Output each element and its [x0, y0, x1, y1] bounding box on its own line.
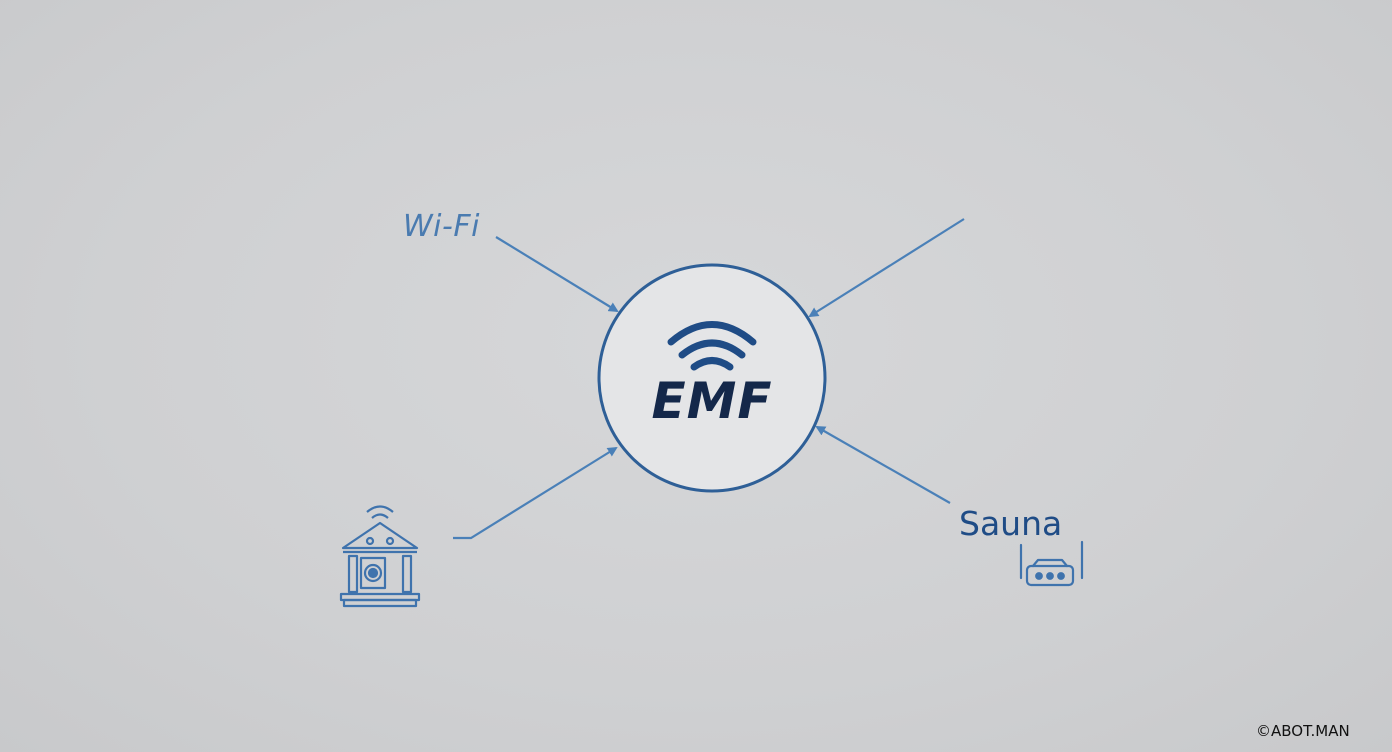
arrow-wifi-to-emf	[495, 236, 619, 313]
arrow-building-to-emf	[453, 446, 618, 540]
router-icon	[1019, 540, 1084, 587]
watermark: ©ABOT.MAN	[1256, 722, 1350, 740]
emf-center-node	[597, 263, 827, 493]
arrow-sauna-to-emf	[815, 426, 951, 504]
arrow-top-right-to-emf	[808, 218, 965, 318]
wifi-signal-icon	[667, 321, 757, 371]
wifi-node-label: Wi-Fi	[403, 209, 480, 244]
sauna-node-label: Sauna	[959, 504, 1063, 543]
emf-center-label: EMF	[651, 372, 773, 430]
smart-building-icon	[339, 505, 421, 608]
